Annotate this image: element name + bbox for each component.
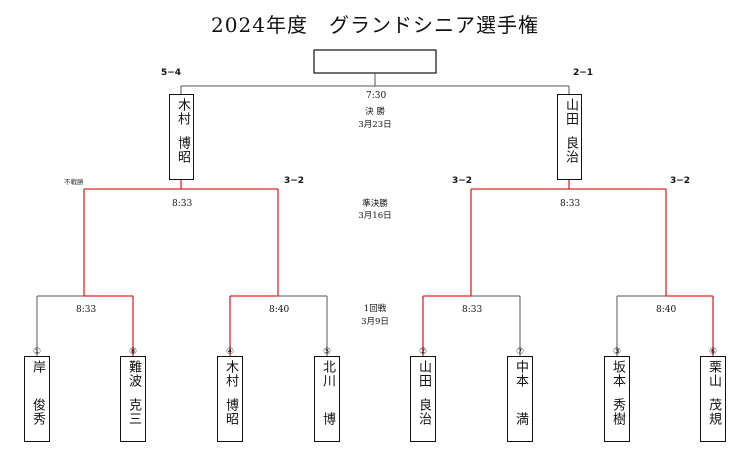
player-8-seed: ⑥ [708, 347, 718, 357]
final-score-right: 2−1 [573, 68, 594, 78]
player-3-seed: ④ [225, 347, 235, 357]
semi-right-time: 8:33 [560, 199, 581, 209]
player-7-name-1: 坂本 [610, 360, 625, 388]
final-round-date: 3月23日 [358, 120, 392, 130]
player-5-name-1: 山田 [416, 360, 431, 388]
semi-left-time: 8:33 [172, 199, 193, 209]
player-1-name-1: 岸 [30, 360, 45, 374]
player-8-name-1: 栗山 [706, 360, 721, 388]
match-3-time: 8:33 [462, 305, 483, 315]
player-4-box [314, 356, 340, 442]
player-2-name-2: 克三 [126, 398, 141, 426]
player-8-box [700, 356, 726, 442]
final-time: 7:30 [366, 91, 387, 101]
player-6-seed: ⑦ [515, 347, 525, 357]
finalist-right-name-2: 良治 [563, 136, 578, 164]
player-7-seed: ③ [612, 347, 622, 357]
player-3-name-1: 木村 [223, 360, 238, 388]
player-4-seed: ⑤ [322, 347, 332, 357]
player-1-name-2: 俊秀 [30, 398, 45, 426]
player-7-name-2: 秀樹 [610, 398, 625, 426]
player-8-name-2: 茂規 [706, 398, 721, 426]
first-round-score-4: 3−2 [670, 176, 691, 186]
final-score-left: 5−4 [161, 68, 182, 78]
match-2-time: 8:40 [269, 305, 290, 315]
player-2-box [120, 356, 146, 442]
player-1-seed: ① [32, 347, 42, 357]
player-4-name-2: 博 [320, 412, 335, 426]
player-6-box [507, 356, 533, 442]
first-round-name: 1回戦 [363, 304, 387, 314]
first-round-date: 3月9日 [361, 317, 389, 327]
player-1-box [24, 356, 50, 442]
first-round-score-3: 3−2 [452, 176, 473, 186]
finalist-left-box [169, 94, 194, 180]
player-5-seed: ② [418, 347, 428, 357]
finalist-right-name-1: 山田 [563, 98, 578, 126]
finalist-left-name-2: 博昭 [175, 136, 190, 164]
player-3-name-2: 博昭 [223, 398, 238, 426]
player-2-seed: ⑧ [128, 347, 138, 357]
page-title: 2024年度 グランドシニア選手権 [211, 13, 539, 37]
player-5-box [410, 356, 436, 442]
player-6-name-2: 満 [513, 412, 528, 426]
player-5-name-2: 良治 [416, 398, 431, 426]
match-4-time: 8:40 [656, 305, 677, 315]
semi-round-date: 3月16日 [358, 211, 392, 221]
first-round-score-2: 3−2 [284, 176, 305, 186]
finalist-left-name-1: 木村 [175, 98, 190, 126]
player-6-name-1: 中本 [513, 360, 528, 388]
player-4-name-1: 北川 [320, 360, 335, 388]
player-7-box [604, 356, 630, 442]
match-1-time: 8:33 [76, 305, 97, 315]
semi-round-name: 準決勝 [362, 199, 388, 209]
champion-box [313, 49, 437, 74]
walkover-note: 不戦勝 [64, 178, 84, 186]
finalist-right-box [557, 94, 582, 180]
player-3-box [217, 356, 243, 442]
player-2-name-1: 難波 [126, 360, 141, 388]
final-round-name: 決 勝 [365, 107, 385, 117]
